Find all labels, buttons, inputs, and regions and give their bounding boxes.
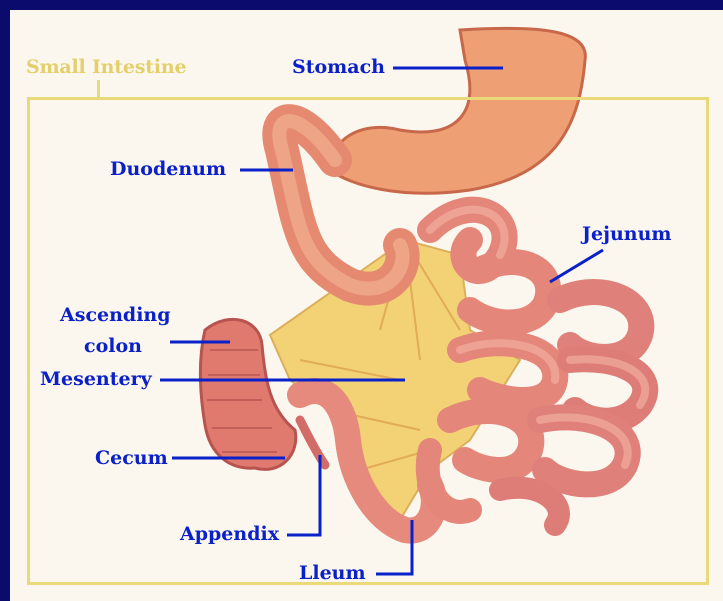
label-jejunum: Jejunum bbox=[582, 223, 672, 245]
label-cecum: Cecum bbox=[95, 447, 168, 469]
label-stomach: Stomach bbox=[292, 56, 385, 78]
label-duodenum: Duodenum bbox=[110, 158, 226, 180]
label-ascending-colon-line1: Ascending bbox=[60, 304, 171, 326]
label-appendix: Appendix bbox=[180, 523, 279, 545]
frame-connector bbox=[97, 80, 100, 98]
label-mesentery: Mesentery bbox=[40, 368, 152, 390]
diagram-title: Small Intestine bbox=[26, 56, 186, 78]
label-ascending-colon-line2: colon bbox=[84, 335, 142, 357]
label-ileum: Lleum bbox=[299, 562, 366, 584]
